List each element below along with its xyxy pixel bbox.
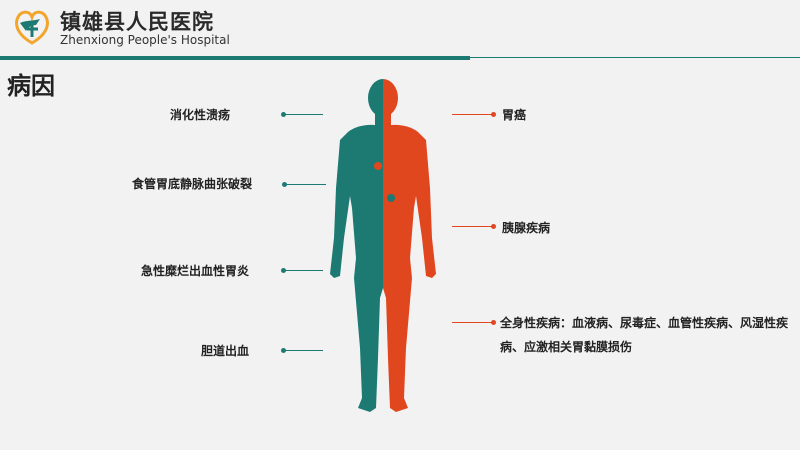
connector-systemic-disease — [452, 320, 496, 325]
connector-hemobilia — [281, 348, 323, 353]
cause-gastric-cancer: 胃癌 — [502, 108, 527, 122]
header-divider — [0, 56, 470, 60]
connector-pancreatic-disease — [452, 224, 496, 229]
connector-dot — [281, 348, 286, 353]
cause-hemobilia: 胆道出血 — [201, 344, 250, 358]
cause-systemic-disease: 全身性疾病：血液病、尿毒症、血管性疾病、风湿性疾病、应激相关胃黏膜损伤 — [500, 316, 789, 354]
connector-dot — [491, 224, 496, 229]
cause-peptic-ulcer: 消化性溃疡 — [170, 108, 231, 122]
connector-dot — [281, 112, 286, 117]
header-divider-thin — [470, 57, 800, 58]
connector-dot — [491, 320, 496, 325]
hospital-logo-icon — [15, 10, 49, 45]
connector-erosive-gastritis — [281, 268, 323, 273]
hospital-name-en: Zhenxiong People's Hospital — [60, 33, 230, 47]
connector-dot — [491, 112, 496, 117]
connector-dot — [282, 182, 287, 187]
cause-varices-rupture: 食管胃底静脉曲张破裂 — [132, 177, 253, 191]
cause-erosive-gastritis: 急性糜烂出血性胃炎 — [141, 264, 250, 278]
section-title: 病因 — [7, 72, 55, 100]
connector-varices-rupture — [282, 182, 326, 187]
connector-gastric-cancer — [452, 112, 496, 117]
header: 镇雄县人民医院 Zhenxiong People's Hospital — [0, 0, 800, 60]
hospital-name: 镇雄县人民医院 — [60, 10, 214, 34]
human-body-figure — [330, 79, 436, 412]
connector-peptic-ulcer — [281, 112, 323, 117]
cause-pancreatic-disease: 胰腺疾病 — [502, 221, 551, 235]
connector-dot — [281, 268, 286, 273]
